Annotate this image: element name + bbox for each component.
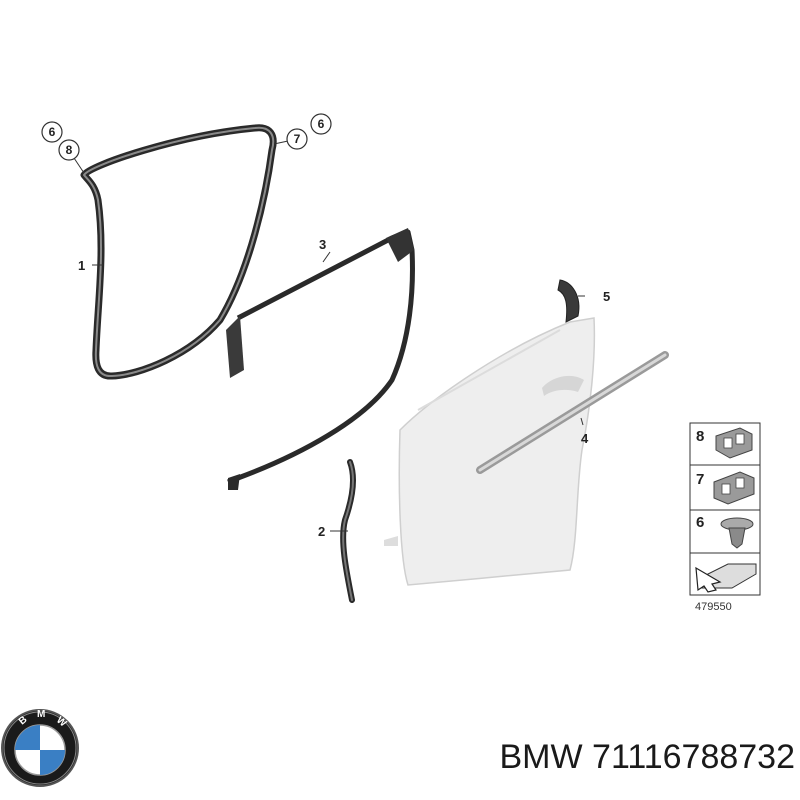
bmw-logo: B M W (1, 709, 79, 787)
outer-belt-strip-part (476, 351, 669, 474)
clip-icon (715, 427, 753, 459)
svg-text:7: 7 (696, 471, 704, 488)
expanding-rivet-icon (720, 517, 754, 549)
brand-part-number: BMW 71116788732 (410, 738, 795, 786)
part-number: 71116788732 (592, 738, 795, 776)
callout-3: 3 (319, 237, 326, 252)
callout-5: 5 (603, 289, 610, 304)
svg-text:6: 6 (696, 514, 704, 531)
upper-trim-part (557, 279, 580, 323)
leader-lines (73, 140, 585, 532)
svg-text:8: 8 (66, 143, 73, 157)
section-arrow-icon (695, 563, 757, 593)
callout-4: 4 (581, 431, 589, 446)
svg-text:M: M (37, 709, 45, 720)
brand-name: BMW (499, 738, 583, 776)
circled-callout-6-right: 6 (310, 113, 332, 135)
door-panel-part (384, 317, 596, 586)
circled-callout-6-left: 6 (41, 121, 63, 143)
legend-item-6: 6 (696, 514, 754, 549)
window-channel-seal-part (226, 228, 415, 490)
circled-callout-8: 8 (58, 139, 80, 161)
clip-icon (713, 471, 755, 505)
diagram-reference-number: 479550 (695, 601, 732, 613)
svg-text:6: 6 (318, 117, 325, 131)
svg-text:6: 6 (49, 125, 56, 139)
svg-text:8: 8 (696, 428, 704, 445)
svg-text:7: 7 (294, 132, 301, 146)
callout-2: 2 (318, 524, 325, 539)
circled-callout-7: 7 (286, 128, 308, 150)
callout-1: 1 (78, 258, 85, 273)
vertical-seal-part (340, 459, 356, 603)
legend-item-8: 8 (696, 427, 753, 459)
door-frame-seal-part (80, 124, 277, 380)
legend-item-7: 7 (696, 471, 755, 505)
legend-panel: 8 7 6 (689, 422, 761, 596)
